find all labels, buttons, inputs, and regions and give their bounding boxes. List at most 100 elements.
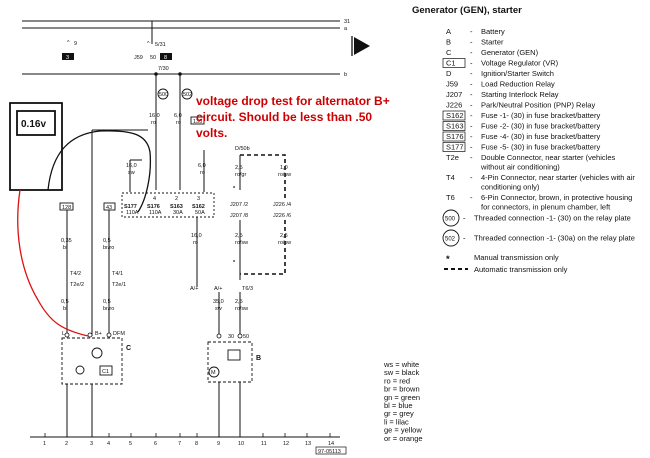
wire-16-ro3-size: 16,0 (191, 233, 202, 239)
j226-6-label: J226 /6 (273, 213, 291, 219)
legend-dash: - (470, 27, 473, 36)
wire-25-rogr-color: ro/gr (235, 172, 246, 178)
legend-dash: - (470, 193, 473, 202)
bus-label-a: a (344, 26, 348, 32)
legend-desc: Generator (GEN) (481, 48, 539, 57)
wire-color-entry: gn = green (384, 393, 420, 402)
connection-legend: 500 -Threaded connection -1- (30) on the … (442, 209, 635, 247)
legend-code: T2e (446, 153, 459, 162)
wire-10-rosw-size: 1,0 (280, 165, 288, 171)
meter-display (16, 110, 56, 136)
red-probe-lead (17, 189, 89, 337)
t2e-1-label: T2e/1 (112, 282, 126, 288)
legend-code: C (446, 48, 452, 57)
legend-desc: Ignition/Starter Switch (481, 69, 554, 78)
legend-desc: Voltage Regulator (VR) (481, 59, 559, 68)
legend-dash: - (463, 214, 466, 223)
multimeter: 0.16v (9, 102, 63, 191)
manual-star-1: * (233, 186, 236, 192)
ground-number: 1 (43, 441, 46, 447)
legend-dash: - (470, 48, 473, 57)
meter-reading: 0.16v (21, 119, 46, 130)
generator: L B+ DFM C1 C (61, 331, 131, 437)
legend-code: B (446, 38, 451, 47)
wire-25-rosw4-color: ro/sw (235, 306, 248, 312)
legend-desc: Fuse -5- (30) in fuse bracket/battery (481, 143, 600, 152)
wire-6-ro-color: ro (176, 120, 181, 126)
box-3-marker (62, 53, 74, 60)
box-3-label: 3 (66, 55, 69, 61)
annotation-line-2: circuit. Should be less than .50 (196, 110, 372, 124)
legend-dash: - (470, 173, 473, 182)
legend-desc: without air conditioning) (480, 163, 560, 172)
wire-16-ro3-color: ro (193, 240, 198, 246)
tag-128: 128 (62, 205, 71, 211)
legend-dash: - (470, 101, 473, 110)
legend-code-box (442, 142, 466, 152)
j59-group: ^ 5/31 J59 50 8 7/30 (134, 21, 172, 72)
legend-code: S162 (446, 111, 464, 120)
wire-color-entry: sw = black (384, 368, 419, 377)
wire-25-rosw3-color: ro/sw (278, 240, 291, 246)
legend-code: T4 (446, 173, 455, 182)
ground-number: 3 (90, 441, 93, 447)
battery-a-plus-2: A/+ (214, 286, 222, 292)
legend-circle-desc: Threaded connection -1- (30) on the rela… (474, 214, 631, 223)
legend-code: J226 (446, 101, 462, 110)
legend-code: S177 (446, 143, 464, 152)
gen-c1-label: C1 (102, 369, 109, 375)
wire-color-entry: ro = red (384, 376, 410, 385)
legend-dash: - (470, 80, 473, 89)
legend-desc: Starting Interlock Relay (481, 90, 559, 99)
wire-35-sw-size: 35,0 (213, 299, 224, 305)
legend-code: J59 (446, 80, 458, 89)
battery-a-plus-1: A/+ (190, 286, 198, 292)
legend-desc: Park/Neutral Position (PNP) Relay (481, 101, 595, 110)
box-8-label: 8 (164, 55, 167, 61)
legend-dash: - (470, 143, 473, 152)
legend-desc: 4-Pin Connector, near starter (vehicles … (481, 173, 635, 182)
legend-desc: Starter (481, 38, 504, 47)
wire-color-entry: li = lilac (384, 417, 409, 426)
legend-code: A (446, 27, 451, 36)
tag-130-box (190, 116, 205, 125)
legend-dash: - (470, 122, 473, 131)
fuse-pin-4: 4 (153, 196, 156, 202)
fuse-s162-rating: 50A (195, 210, 205, 216)
ground-number: 7 (178, 441, 181, 447)
j226-4-label: J226 /4 (273, 202, 291, 208)
wire-16-sw-size: 16,0 (126, 163, 137, 169)
box-8-marker (160, 53, 172, 60)
legend-desc: 6-Pin Connector, brown, in protective ho… (481, 193, 632, 202)
wire-25-rosw4-size: 2,5 (235, 299, 243, 305)
regulator-c1-box (99, 365, 113, 376)
annotation-line-3: volts. (196, 126, 227, 140)
wire-10-rosw-color: ro/sw (278, 172, 291, 178)
wire-16-ro-color: ro (151, 120, 156, 126)
fuse-s176-rating: 110A (149, 210, 162, 216)
starter-solenoid-icon (227, 349, 241, 361)
wire-color-entry: bl = blue (384, 401, 413, 410)
legend-desc: Battery (481, 27, 505, 36)
wire-color-entry: br = brown (384, 385, 420, 394)
bus-label-b: b (344, 72, 347, 78)
tag-43: 43 (106, 205, 112, 211)
c500-label: 500 (159, 92, 168, 98)
legend-code-box (442, 131, 466, 142)
legend-circle-code: 502 (445, 237, 456, 243)
j207-8-label: J207 /8 (230, 213, 248, 219)
legend-dash: - (470, 153, 473, 162)
legend-code-box (442, 121, 466, 131)
wire-6-ro2-color: ro (200, 170, 205, 176)
starter-terminal-30: 30 (228, 334, 234, 340)
starter: 30 50 M B (207, 333, 261, 437)
gen-terminal-DFM: DFM (113, 331, 125, 337)
doc-number: 97-05113 (318, 449, 341, 455)
legend-dash: - (470, 38, 473, 47)
threaded-connection-icon (442, 229, 460, 247)
legend-desc: conditioning only) (481, 183, 540, 192)
fuse-s163-rating: 30A (173, 210, 183, 216)
legend-dash: - (470, 90, 473, 99)
legend-circle-code: 500 (445, 217, 456, 223)
